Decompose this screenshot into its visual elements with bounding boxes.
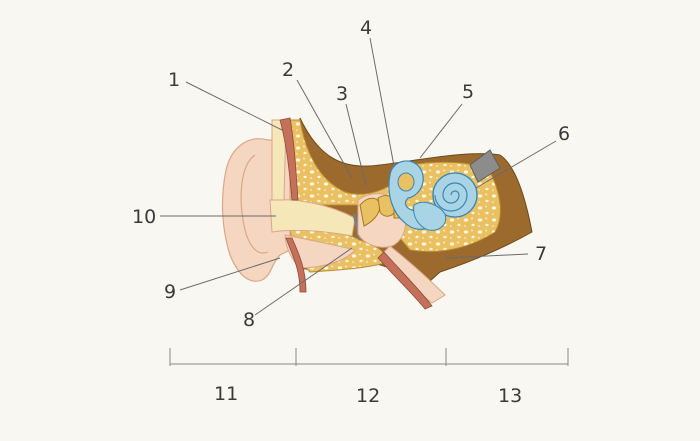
- callout-7: 7: [535, 243, 547, 265]
- callout-6: 6: [558, 123, 570, 145]
- section-label-outer: 11: [214, 383, 238, 405]
- auricle-fold: [240, 154, 269, 254]
- cochlea: [432, 172, 478, 218]
- vestibule: [413, 201, 447, 231]
- callout-3: 3: [336, 83, 348, 105]
- leader-2: [296, 79, 353, 179]
- callout-10: 10: [132, 206, 156, 228]
- callout-5: 5: [462, 81, 474, 103]
- leader-7: [445, 253, 529, 259]
- callout-1: 1: [168, 69, 180, 91]
- leader-1: [185, 81, 283, 131]
- muscle-lower: [285, 237, 307, 293]
- cartilage-lower: [284, 234, 356, 269]
- leader-6: [475, 140, 557, 189]
- callout-9: 9: [164, 281, 176, 303]
- auditory-nerve: [469, 149, 501, 183]
- cochlea-spiral: [434, 182, 468, 212]
- leader-4: [369, 37, 395, 167]
- leader-3: [345, 103, 367, 187]
- section-label-inner: 13: [498, 385, 522, 407]
- callout-8: 8: [243, 309, 255, 331]
- section-label-middle: 12: [356, 385, 380, 407]
- ear-canal: [269, 199, 356, 237]
- leader-8: [254, 247, 353, 316]
- leader-5: [419, 103, 463, 159]
- muscle-upper: [279, 117, 299, 201]
- leader-9: [179, 257, 281, 291]
- tube-muscle: [377, 251, 433, 310]
- callout-2: 2: [282, 59, 294, 81]
- callout-4: 4: [360, 17, 372, 39]
- semicircular-canal-loop: [397, 172, 415, 192]
